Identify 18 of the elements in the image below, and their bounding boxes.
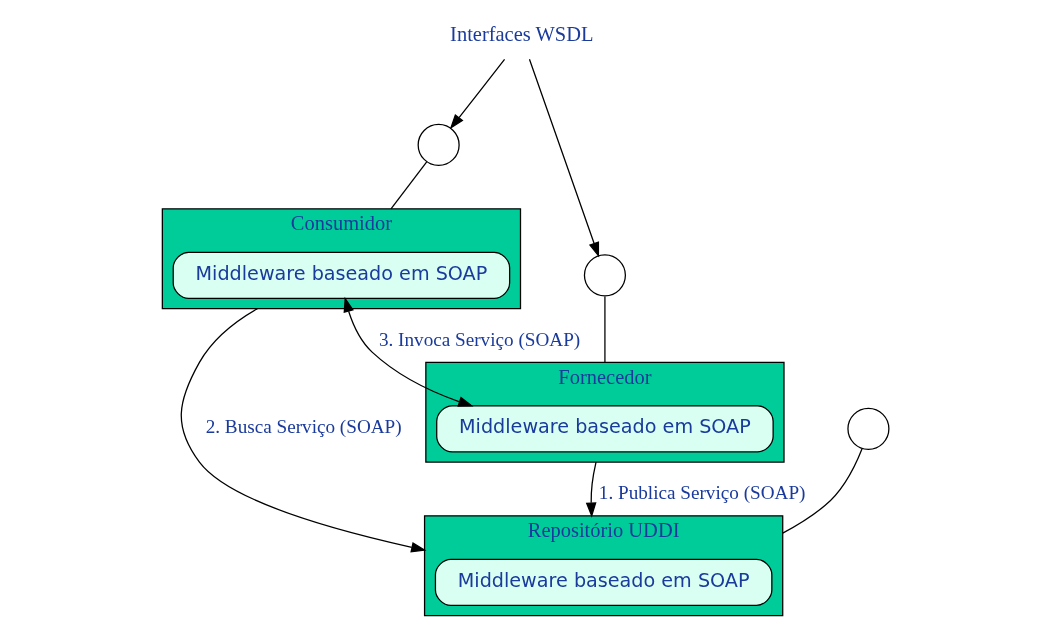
arrow — [180, 308, 427, 553]
arrow — [343, 296, 474, 407]
edge-label: 2. Busca Serviço (SOAP) — [205, 416, 402, 438]
node-circle — [583, 254, 627, 297]
arrow — [585, 461, 597, 518]
connector — [390, 161, 428, 210]
connector — [604, 295, 606, 363]
connector — [782, 447, 863, 534]
node-box: Middleware baseado em SOAP — [434, 558, 773, 606]
arrow — [449, 58, 506, 130]
node-circle — [847, 407, 890, 450]
node-box: Middleware baseado em SOAP — [436, 405, 774, 453]
node-text: Interfaces WSDL — [450, 23, 594, 46]
edge-label: 1. Publica Serviço (SOAP) — [598, 482, 806, 504]
node-circle — [417, 123, 460, 166]
edge-label: 3. Invoca Serviço (SOAP) — [378, 328, 581, 350]
arrow — [528, 58, 600, 258]
node-box: Middleware baseado em SOAP — [172, 251, 511, 300]
